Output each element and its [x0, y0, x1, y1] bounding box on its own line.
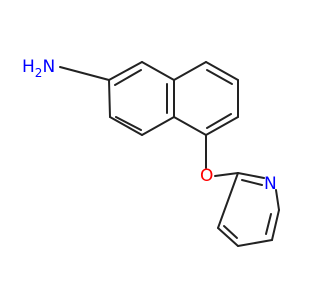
bond	[205, 61, 239, 81]
bond	[214, 172, 239, 177]
molecule-drawing: H2N O N	[22, 57, 280, 247]
bond	[109, 116, 143, 136]
bond-lines	[59, 61, 280, 247]
amine-label: H2N	[22, 57, 55, 80]
bond	[275, 189, 280, 211]
bond	[173, 61, 207, 81]
bond	[237, 172, 265, 179]
bond	[173, 116, 207, 136]
double-bond-inner	[241, 179, 263, 186]
double-bond-inner	[206, 113, 232, 129]
bond	[271, 209, 280, 241]
bond	[141, 116, 175, 136]
ether-oxygen-label: O	[200, 166, 213, 186]
bond	[141, 61, 175, 81]
bond	[237, 239, 273, 247]
amine-label-n: N	[42, 57, 55, 77]
double-bond-inner	[223, 225, 238, 239]
bond	[205, 116, 239, 136]
double-bond-inner	[114, 69, 142, 86]
bond	[108, 61, 143, 81]
bond	[217, 227, 239, 247]
structure-canvas: H2N O N	[22, 57, 280, 247]
pyridine-nitrogen-label: N	[264, 174, 277, 194]
bond	[59, 66, 110, 81]
double-bond-inner	[265, 213, 272, 235]
amine-label-subscript: 2	[35, 66, 43, 80]
amine-label-h: H	[22, 57, 35, 77]
bond	[108, 79, 111, 118]
double-bond-inner	[206, 69, 233, 85]
double-bond-inner	[115, 116, 142, 131]
bond	[217, 172, 239, 229]
